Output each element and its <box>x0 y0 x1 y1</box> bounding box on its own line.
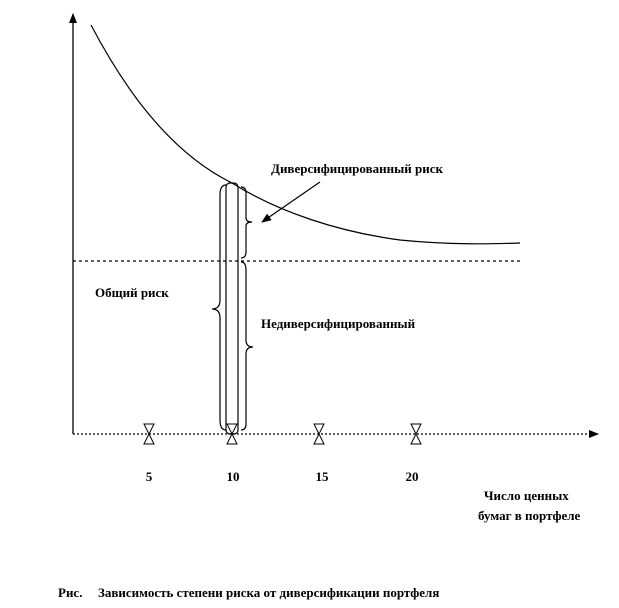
x-tick-label: 15 <box>316 469 330 484</box>
total-risk-curve <box>90 24 521 245</box>
nondiversified-risk-brace <box>240 261 254 431</box>
tick-marker-20 <box>410 423 422 445</box>
x-axis-label-line2: бумаг в портфеле <box>478 508 581 523</box>
x-axis-label-line1: Число ценных <box>484 488 569 503</box>
portfolio-10-bar <box>225 182 239 435</box>
x-tick-label: 10 <box>227 469 240 484</box>
figure-caption-prefix: Рис. <box>58 585 82 600</box>
diversified-risk-label: Диверсифицированный риск <box>271 161 443 176</box>
tick-marker-10 <box>226 423 238 445</box>
nondiversified-risk-label: Недиверсифицированный <box>261 316 416 331</box>
x-tick-markers <box>143 423 422 445</box>
diversified-risk-brace <box>240 186 253 259</box>
total-risk-brace <box>211 184 227 431</box>
x-tick-label: 5 <box>146 469 153 484</box>
tick-marker-15 <box>313 423 325 445</box>
diversified-pointer-arrow <box>261 181 321 223</box>
tick-marker-5 <box>143 423 155 445</box>
figure-caption: Зависимость степени риска от диверсифика… <box>98 585 439 600</box>
x-tick-label: 20 <box>406 469 419 484</box>
total-risk-label: Общий риск <box>95 285 169 300</box>
